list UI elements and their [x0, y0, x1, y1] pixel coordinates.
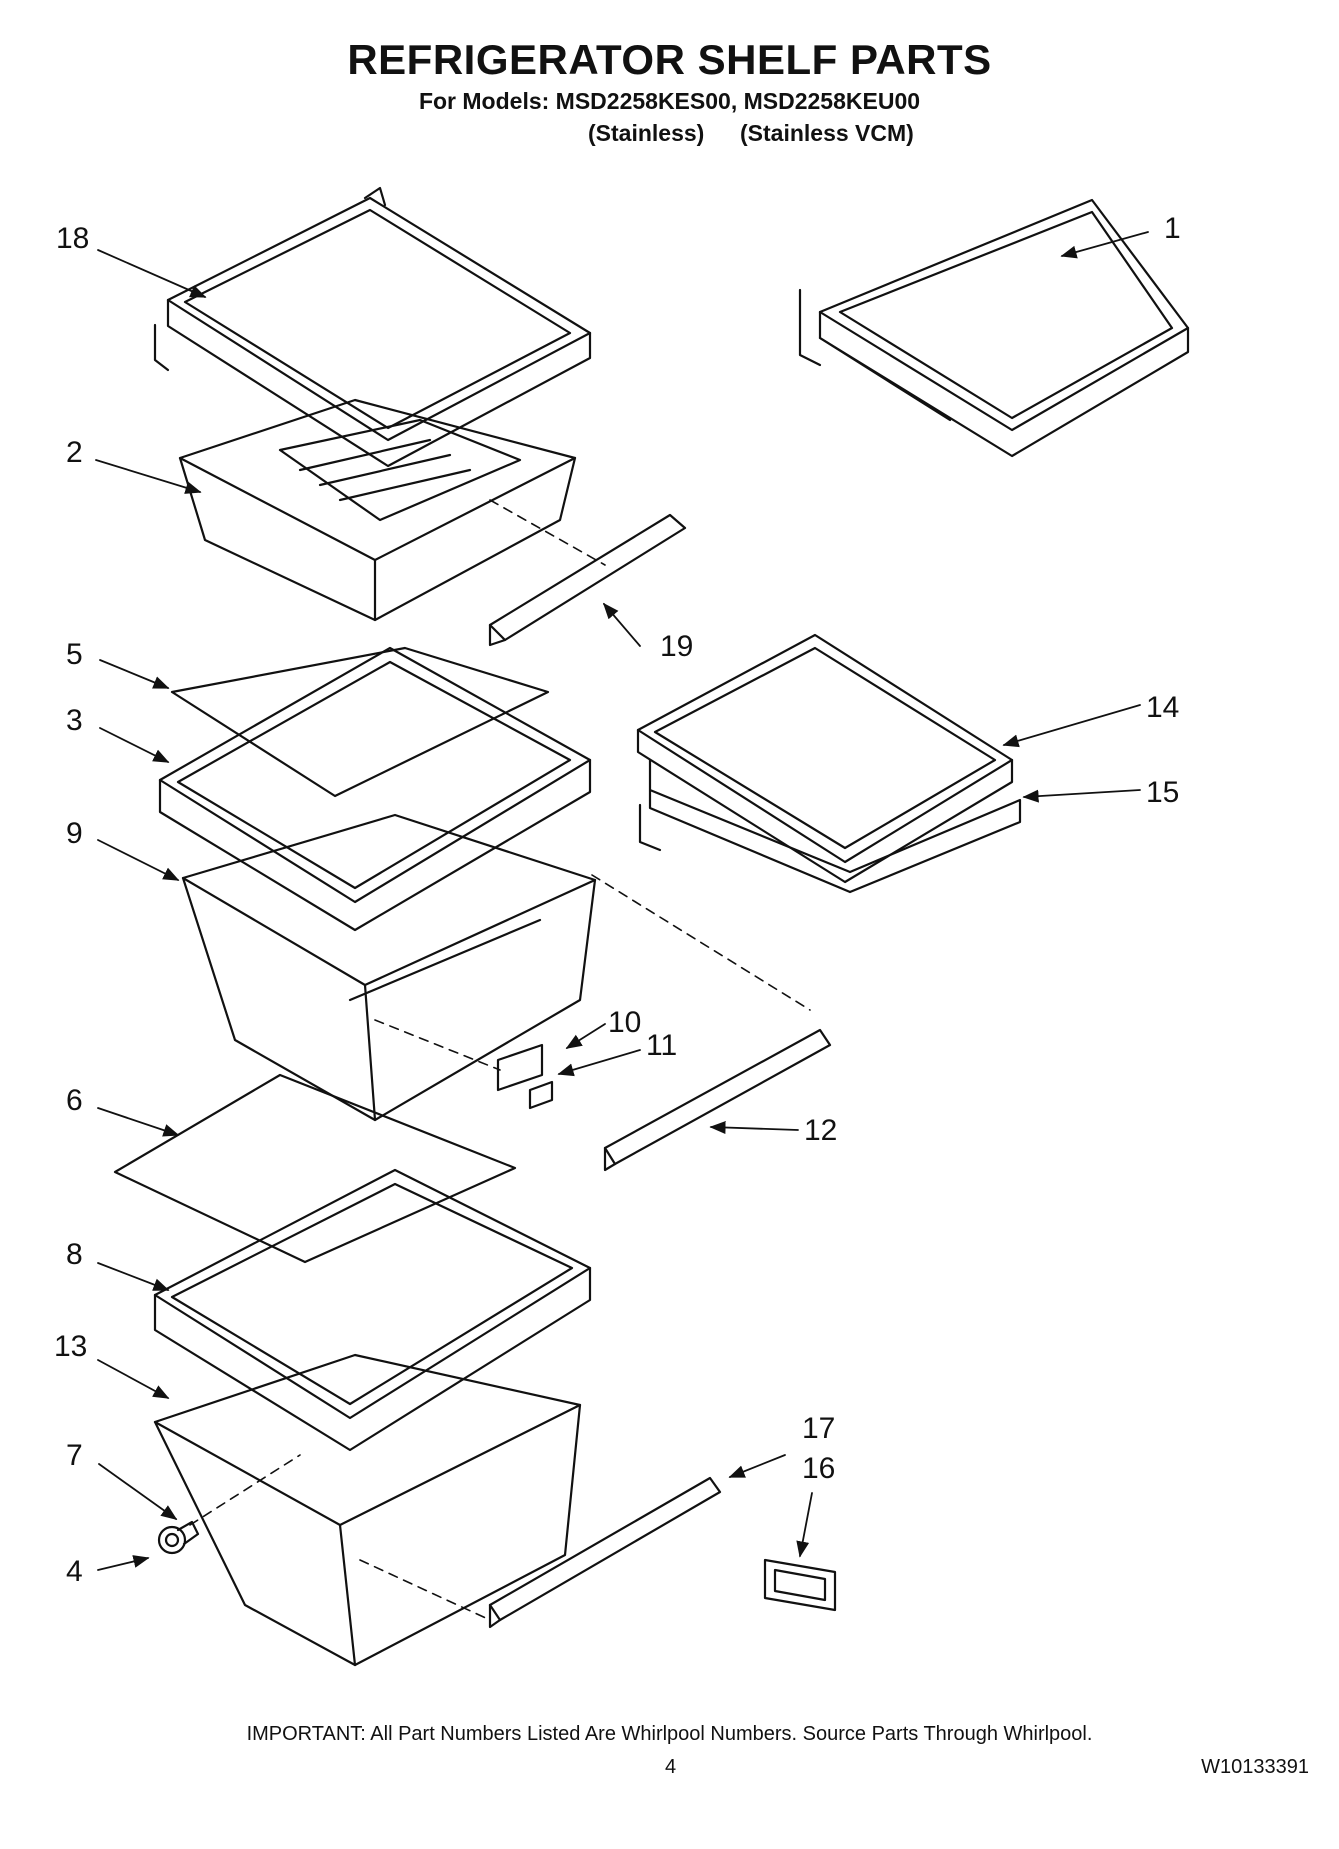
variant-stainless-vcm: (Stainless VCM): [740, 120, 914, 146]
document-number: W10133391: [1201, 1756, 1309, 1778]
callout-8: 8: [66, 1238, 83, 1271]
models-subtitle: For Models: MSD2258KES00, MSD2258KEU00: [418, 88, 921, 114]
part-12-crisper-trim: [603, 1028, 832, 1172]
part-13-crisper-pan: [153, 1353, 582, 1667]
callout-17: 17: [802, 1412, 835, 1445]
callout-6: 6: [66, 1084, 83, 1117]
part-1-glass-shelf: [798, 198, 1190, 458]
callout-3: 3: [66, 704, 83, 737]
callout-16: 16: [802, 1452, 835, 1485]
callout-12: 12: [804, 1114, 837, 1147]
part-10-11-clips: [496, 1043, 554, 1110]
callout-9: 9: [66, 817, 83, 850]
callout-14: 14: [1146, 691, 1179, 724]
part-9-crisper-pan: [181, 813, 597, 1122]
part-2-crisper-pan: [178, 398, 577, 622]
callout-15: 15: [1146, 776, 1179, 809]
footer-important-note: IMPORTANT: All Part Numbers Listed Are W…: [246, 1723, 1093, 1745]
callout-numbers: 18 1 2 19 5 3 14 15 9 10 11 12 6 8 13 7 …: [54, 212, 1181, 1588]
callout-1: 1: [1164, 212, 1181, 245]
part-3-cover-frame: [158, 646, 592, 932]
leader-lines: [95, 231, 1149, 1571]
callout-18: 18: [56, 222, 89, 255]
callout-2: 2: [66, 436, 83, 469]
part-19-crisper-trim: [488, 513, 687, 647]
callout-10: 10: [608, 1006, 641, 1039]
part-15-shelf-frame: [638, 758, 1022, 894]
part-18-crisper-cover-frame: [153, 186, 592, 468]
callout-13: 13: [54, 1330, 87, 1363]
part-8-cover-frame: [153, 1168, 592, 1452]
page-number: 4: [665, 1756, 677, 1778]
part-17-crisper-trim: [488, 1476, 722, 1629]
assembly-lines: [189, 499, 811, 1621]
part-16-clip: [763, 1558, 837, 1612]
page-title: REFRIGERATOR SHELF PARTS: [347, 36, 992, 83]
part-7-4-screw: [157, 1520, 200, 1555]
callout-7: 7: [66, 1439, 83, 1472]
part-6-glass-panel: [113, 1073, 517, 1264]
callout-11: 11: [646, 1029, 677, 1062]
callout-4: 4: [66, 1555, 83, 1588]
callout-5: 5: [66, 638, 83, 671]
part-5-glass-panel: [170, 646, 550, 798]
variant-stainless: (Stainless): [588, 120, 705, 146]
part-14-glass-shelf: [636, 633, 1014, 884]
callout-19: 19: [660, 630, 693, 663]
